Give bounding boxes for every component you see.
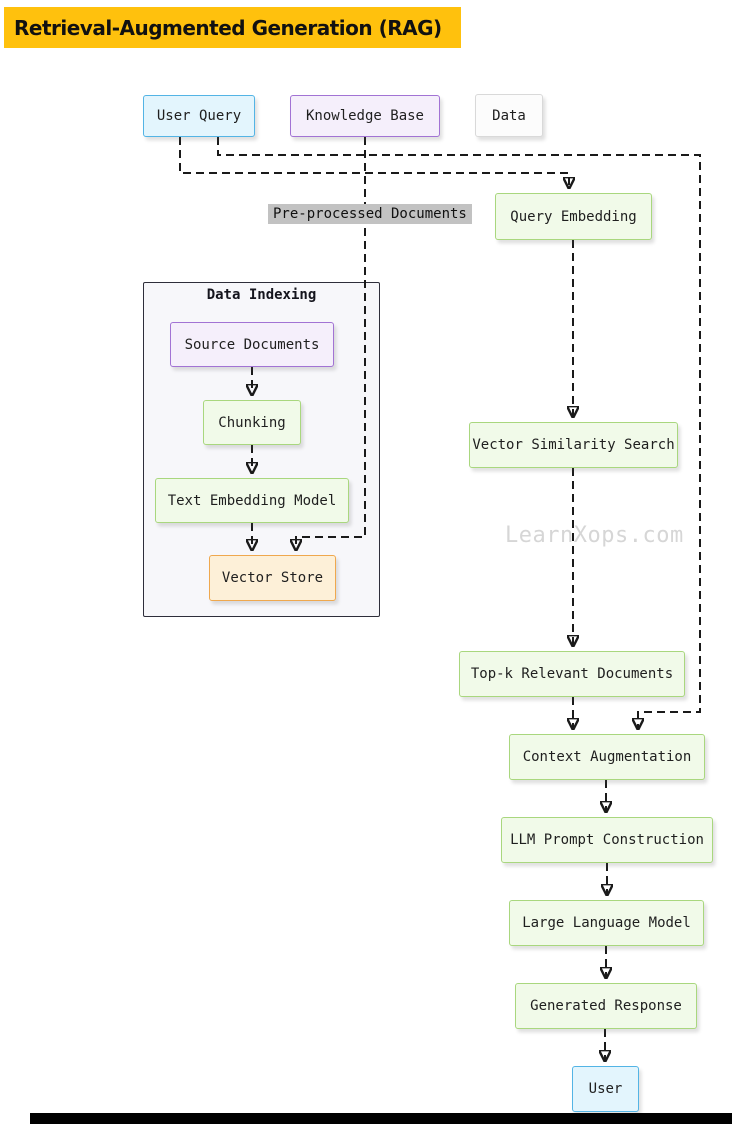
node-top-k-relevant-documents: Top-k Relevant Documents <box>459 651 685 697</box>
node-vector-store: Vector Store <box>209 555 336 601</box>
node-generated-response: Generated Response <box>515 983 697 1029</box>
node-vector-similarity-search: Vector Similarity Search <box>469 422 678 468</box>
node-llm-prompt-construction: LLM Prompt Construction <box>501 817 713 863</box>
subgraph-data-indexing-label: Data Indexing <box>206 287 317 303</box>
bottom-bar <box>30 1113 732 1124</box>
node-user: User <box>572 1066 639 1112</box>
diagram-title: Retrieval-Augmented Generation (RAG) <box>4 7 461 48</box>
watermark: LearnXops.com <box>505 523 684 548</box>
node-user-query: User Query <box>143 95 255 137</box>
node-query-embedding: Query Embedding <box>495 193 652 240</box>
node-knowledge-base: Knowledge Base <box>290 95 440 137</box>
node-source-documents: Source Documents <box>170 322 334 367</box>
node-large-language-model: Large Language Model <box>509 900 704 946</box>
node-data: Data <box>475 94 543 137</box>
edge-label-pre-processed-documents: Pre-processed Documents <box>268 204 472 224</box>
node-text-embedding-model: Text Embedding Model <box>155 478 349 523</box>
edge-user-query-to-query-embedding <box>179 137 569 188</box>
edge-user-query-to-context-augmentation <box>217 137 701 729</box>
edge-knowledge-base-to-vector-store <box>296 137 366 550</box>
node-context-augmentation: Context Augmentation <box>509 734 705 780</box>
node-chunking: Chunking <box>203 400 301 445</box>
